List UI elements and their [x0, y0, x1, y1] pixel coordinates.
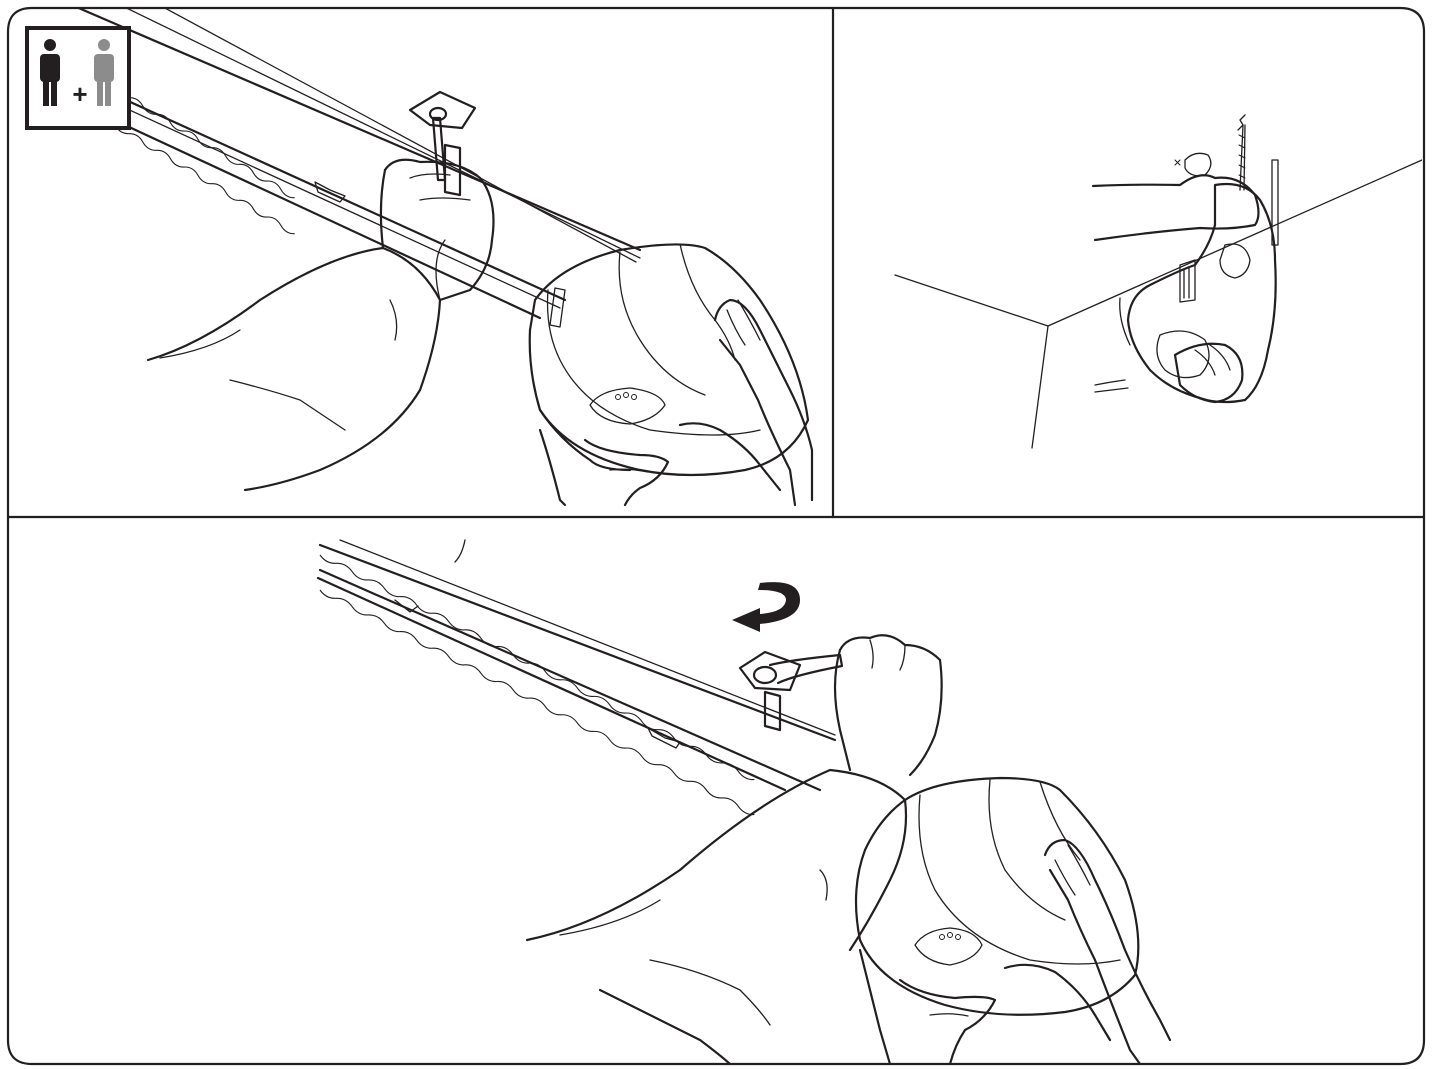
drill-bit	[1238, 115, 1245, 190]
ceiling-corner	[895, 160, 1422, 448]
wrench	[770, 655, 842, 683]
tightening-hand-arm	[527, 635, 942, 1064]
marking-hand-arm	[148, 160, 494, 490]
rotation-arrow-icon	[732, 582, 800, 632]
plus-symbol: +	[72, 79, 87, 109]
panel-tightening	[300, 540, 1170, 1064]
panel-frame	[8, 8, 1424, 1064]
motor-unit-bottom	[856, 778, 1138, 1015]
panel-drilling	[895, 115, 1422, 448]
motor-unit	[530, 244, 808, 475]
panel-marking	[28, 0, 812, 505]
two-persons-badge: +	[27, 28, 129, 128]
support-hands-bottom	[860, 840, 1170, 1064]
